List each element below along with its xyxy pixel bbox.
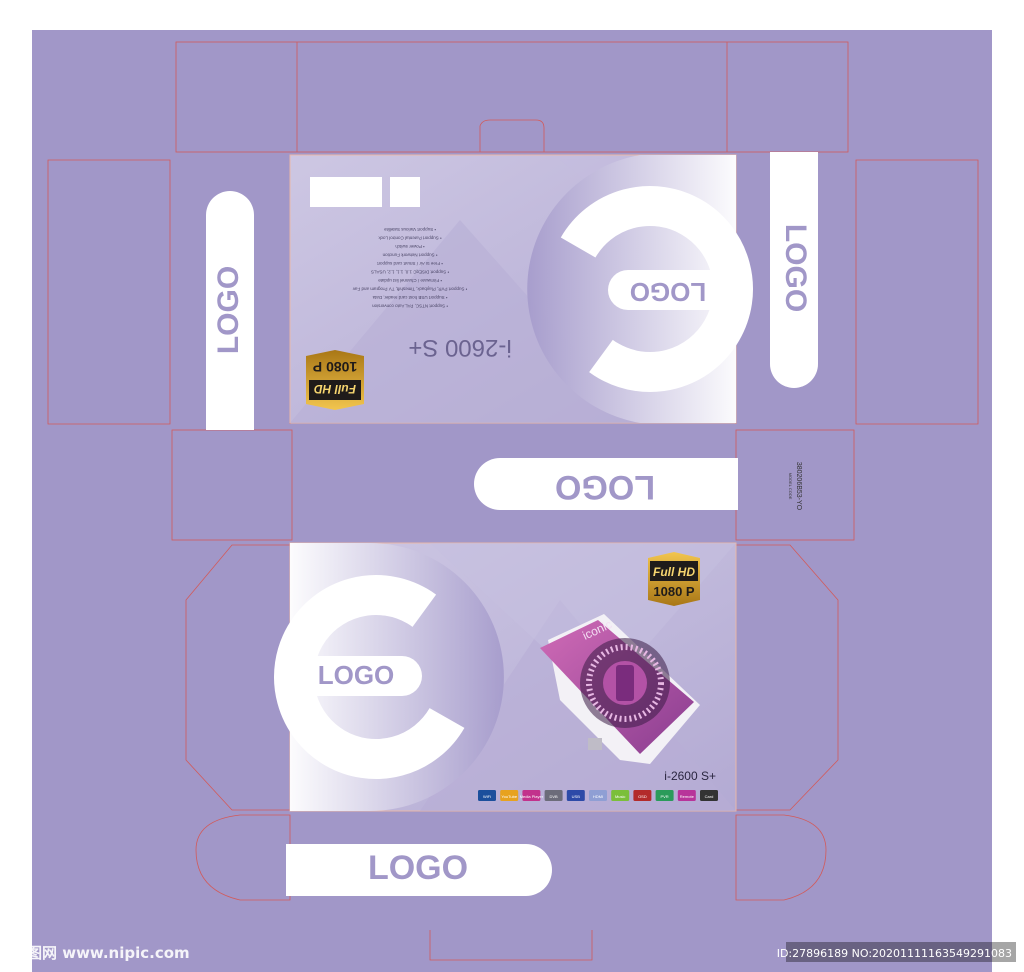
- spec-line: • Support NTSC, PAL Auto conversion: [372, 304, 448, 309]
- svg-text:WiFi: WiFi: [483, 794, 491, 799]
- top-hd-badge: Full HD 1080 P: [306, 350, 364, 410]
- svg-text:HDMI: HDMI: [593, 794, 603, 799]
- middle-flipped-pill: LOGO: [474, 458, 738, 510]
- right-pill-logo-text: LOGO: [779, 224, 812, 312]
- bottom-pill: LOGO: [286, 844, 552, 896]
- right-vertical-pill: LOGO: [770, 152, 818, 388]
- side-code: 380206B53-YO MODEL CODE: [788, 462, 802, 511]
- left-vertical-pill: LOGO: [206, 191, 254, 430]
- spec-line: • Firmware / Channel list update: [378, 278, 442, 283]
- svg-text:PVR: PVR: [660, 794, 668, 799]
- top-power-logo-text: LOGO: [630, 277, 707, 307]
- front-badge-line1: Full HD: [653, 565, 695, 579]
- front-power-logo-text: LOGO: [318, 660, 395, 690]
- front-hd-badge: Full HD 1080 P: [648, 552, 700, 606]
- middle-pill-logo-text: LOGO: [555, 468, 655, 506]
- spec-line: • Support Parental Control Lock: [378, 236, 442, 241]
- white-block: [310, 177, 382, 207]
- feature-icon: Remote: [677, 790, 696, 801]
- watermark-site: 昵图网 www.nipic.com: [12, 944, 190, 962]
- feature-icon: YouTube: [500, 790, 519, 801]
- white-block: [390, 177, 420, 207]
- svg-text:USB: USB: [572, 794, 581, 799]
- front-badge-line2: 1080 P: [653, 584, 695, 599]
- svg-text:Media Player: Media Player: [520, 794, 544, 799]
- svg-text:Remote: Remote: [680, 794, 695, 799]
- svg-text:Music: Music: [615, 794, 625, 799]
- feature-icon: OSD: [633, 790, 652, 801]
- top-spec-list: • Support Various Satellite • Support Par…: [352, 227, 467, 309]
- spec-line: • Support Various Satellite: [383, 227, 436, 232]
- front-model-text: i-2600 S+: [664, 769, 716, 783]
- svg-text:OSD: OSD: [638, 794, 647, 799]
- top-badge-line2: 1080 P: [313, 359, 357, 375]
- feature-icon: USB: [566, 790, 585, 801]
- connector: [588, 738, 602, 750]
- feature-icon: Music: [611, 790, 630, 801]
- side-code-text: 380206B53-YO: [795, 462, 802, 511]
- side-code-sub: MODEL CODE: [788, 473, 793, 500]
- spec-line: • Support USB host card reader, Data: [372, 295, 447, 300]
- left-pill-logo-text: LOGO: [212, 266, 245, 354]
- receiver-device-illustration: iconic: [540, 614, 700, 764]
- svg-text:YouTube: YouTube: [501, 794, 517, 799]
- feature-icon: Card: [700, 790, 718, 801]
- feature-icon: WiFi: [478, 790, 496, 801]
- top-model-group: i-2600 S+: [408, 334, 511, 361]
- spec-line: • Support Network Function: [382, 253, 437, 258]
- top-power-logo: LOGO: [527, 155, 754, 423]
- feature-icon: Media Player: [520, 790, 544, 801]
- spec-line: • Power switch: [395, 244, 425, 249]
- front-power-logo: LOGO: [274, 543, 504, 811]
- svg-text:DVB: DVB: [549, 794, 558, 799]
- svg-text:Card: Card: [705, 794, 714, 799]
- watermark-id: ID:27896189 NO:20201111163549291083: [777, 947, 1012, 960]
- top-model-text: i-2600 S+: [408, 334, 511, 361]
- feature-icon: DVB: [544, 790, 563, 801]
- bottom-pill-logo-text: LOGO: [368, 849, 468, 887]
- spec-line: • Support DiSEqC 1.0, 1.1, 1.2, USALS: [371, 270, 449, 275]
- top-badge-line1: Full HD: [314, 382, 356, 396]
- spec-line: • Free to Air / Smart card support: [376, 261, 442, 266]
- watermark: 昵图网 www.nipic.com ID:27896189 NO:2020111…: [12, 942, 1016, 962]
- feature-icon: PVR: [655, 790, 674, 801]
- spec-line: • Support PVR, Playback, Timeshift, TV P…: [352, 287, 467, 292]
- feature-icon: HDMI: [589, 790, 607, 801]
